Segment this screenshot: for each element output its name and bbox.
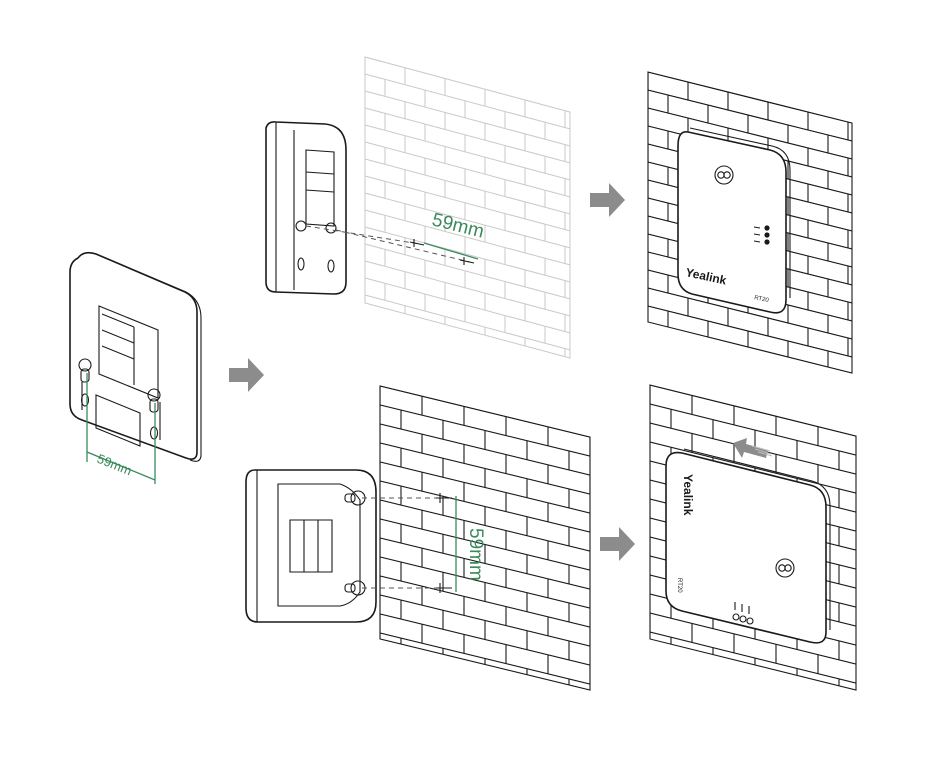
arrow-right-icon xyxy=(600,527,635,561)
brick-course-line xyxy=(365,141,570,198)
device-side-view-top: 59mm xyxy=(265,121,486,295)
brick-course-line xyxy=(650,612,856,665)
brick-course-line xyxy=(648,287,852,340)
led-indicator-icon xyxy=(732,602,754,625)
brick-course-line xyxy=(380,537,590,590)
brick-course-line xyxy=(365,345,570,358)
mounted-device-vertical: Yealink RT20 xyxy=(677,127,791,314)
brick-course-line xyxy=(648,378,852,429)
brand-label-rotated: Yealink xyxy=(681,474,695,516)
brick-course-line xyxy=(380,670,590,690)
device-horizontal-view: 59mm xyxy=(245,469,486,623)
brick-course-line xyxy=(648,305,852,358)
brick-course-line xyxy=(365,175,570,232)
spacing-label-bottom: 59mm xyxy=(465,528,486,581)
brick-course-line xyxy=(365,363,570,418)
spacing-dimension-bottom: 59mm xyxy=(455,496,486,592)
brick-course-line xyxy=(365,107,570,164)
led-indicator-icon xyxy=(753,225,770,245)
brick-course-line xyxy=(650,727,856,778)
brick-course-line xyxy=(650,385,856,418)
screw-icon xyxy=(436,493,452,503)
screw-icon xyxy=(459,257,475,265)
arrow-right-icon xyxy=(590,183,625,217)
brick-course-line xyxy=(365,294,570,351)
brick-course-line xyxy=(365,158,570,215)
arrow-right-icon xyxy=(229,358,264,392)
spacing-label: 59mm xyxy=(95,451,134,478)
logo-icon xyxy=(714,165,734,185)
model-label-rotated: RT20 xyxy=(676,578,682,593)
brick-course-line xyxy=(648,89,852,142)
screw-icon xyxy=(436,583,452,593)
screw-icon xyxy=(409,239,425,247)
brick-course-line xyxy=(650,403,856,456)
brick-course-line xyxy=(380,423,590,476)
brick-course-line xyxy=(648,396,852,447)
brick-course-line xyxy=(650,746,856,782)
brick-course-line xyxy=(365,209,570,266)
brick-course-line xyxy=(650,688,856,690)
brick-course-line xyxy=(380,728,590,779)
brick-course-line xyxy=(650,441,856,494)
brick-course-line xyxy=(365,243,570,300)
brick-course-line xyxy=(648,107,852,160)
device-back-view: 59mm xyxy=(69,251,202,484)
brick-course-line xyxy=(380,499,590,552)
brick-course-line xyxy=(365,192,570,249)
brick-course-line xyxy=(380,709,590,760)
mounted-device-horizontal: Yealink RT20 xyxy=(665,448,831,644)
brick-course-line xyxy=(380,461,590,514)
brick-course-line xyxy=(365,311,570,358)
brick-course-line xyxy=(650,669,856,690)
brick-course-line xyxy=(648,359,852,373)
brick-course-line xyxy=(380,386,590,419)
brick-course-line xyxy=(380,689,590,690)
keyhole-right xyxy=(147,388,161,413)
brick-course-line xyxy=(650,708,856,759)
brick-course-line xyxy=(380,575,590,628)
brick-course-line xyxy=(365,57,570,96)
logo-icon xyxy=(775,558,795,578)
brick-course-line xyxy=(365,124,570,181)
brick-course-line xyxy=(365,73,570,130)
brick-course-line xyxy=(365,277,570,334)
spacing-label-top: 59mm xyxy=(430,209,486,242)
brick-course-line xyxy=(650,631,856,684)
keyhole-left xyxy=(78,358,92,383)
spacing-dimension-top: 59mm xyxy=(423,209,486,260)
model-label: RT20 xyxy=(754,295,770,304)
wall-bottom-middle xyxy=(379,385,591,779)
brick-course-line xyxy=(365,260,570,317)
brick-course-line xyxy=(380,613,590,666)
brick-course-line xyxy=(650,650,856,690)
brick-course-line xyxy=(365,90,570,147)
brick-course-line xyxy=(365,226,570,283)
arrow-up-left-icon xyxy=(733,438,773,458)
brick-course-line xyxy=(365,328,570,358)
